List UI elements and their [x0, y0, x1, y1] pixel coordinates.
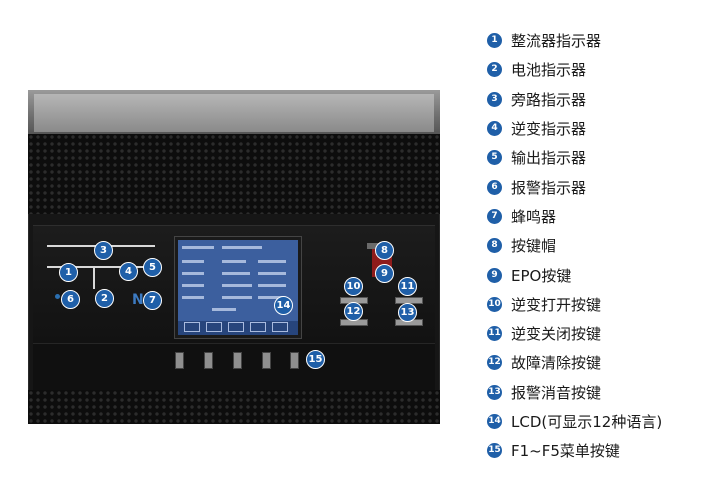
callout-marker: 2 — [95, 289, 114, 308]
legend-label: LCD(可显示12种语言) — [511, 413, 663, 431]
lcd-screen — [175, 237, 301, 338]
legend-label: 旁路指示器 — [511, 90, 587, 109]
callout-marker: 9 — [375, 264, 394, 283]
f3-key[interactable] — [233, 352, 242, 369]
legend-label: 整流器指示器 — [511, 32, 602, 51]
callout-marker: 13 — [398, 303, 417, 322]
legend-label: EPO按键 — [511, 266, 572, 285]
main-line — [47, 266, 155, 268]
top-vent-grille — [28, 134, 440, 214]
buzzer-icon: N — [132, 292, 144, 308]
f5-key[interactable] — [290, 352, 299, 369]
legend-label: 逆变关闭按键 — [511, 325, 602, 344]
callout-marker: 12 — [344, 302, 363, 321]
alarm-led — [55, 294, 60, 299]
callout-marker: 1 — [59, 263, 78, 282]
battery-line — [93, 267, 95, 289]
legend-label: 输出指示器 — [511, 149, 587, 168]
f1-key[interactable] — [175, 352, 184, 369]
callout-marker: 4 — [119, 262, 138, 281]
callout-marker: 5 — [143, 258, 162, 277]
legend-label: 报警消音按键 — [511, 383, 602, 402]
legend-label: 报警指示器 — [511, 178, 587, 197]
legend-label: 电池指示器 — [511, 61, 587, 80]
callout-marker: 8 — [375, 241, 394, 260]
f2-key[interactable] — [204, 352, 213, 369]
legend-label: 按键帽 — [511, 237, 557, 256]
f4-key[interactable] — [262, 352, 271, 369]
legend-label: 逆变指示器 — [511, 120, 587, 139]
legend-label: 故障清除按键 — [511, 354, 602, 373]
legend-label: F1~F5菜单按键 — [511, 442, 620, 461]
callout-marker: 15 — [306, 350, 325, 369]
callout-marker: 10 — [344, 277, 363, 296]
callout-marker: 14 — [274, 296, 293, 315]
legend-label: 逆变打开按键 — [511, 295, 602, 314]
bottom-vent-grille — [28, 390, 440, 424]
callout-marker: 3 — [94, 241, 113, 260]
legend-label: 蜂鸣器 — [511, 207, 557, 226]
ups-front-panel: N — [28, 90, 440, 424]
top-cover — [28, 90, 440, 134]
callout-marker: 7 — [143, 291, 162, 310]
callout-marker: 11 — [398, 277, 417, 296]
callout-marker: 6 — [61, 290, 80, 309]
